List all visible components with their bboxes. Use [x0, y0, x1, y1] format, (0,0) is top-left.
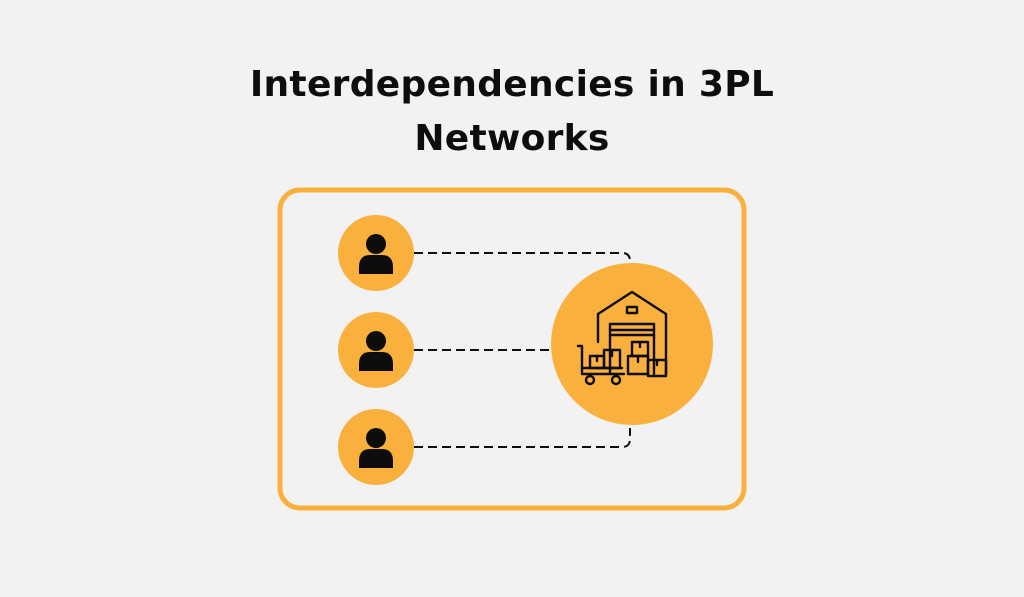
person-icon — [359, 428, 393, 468]
person-node-1 — [338, 215, 414, 291]
warehouse-hub — [551, 263, 713, 425]
title-line-1: Interdependencies in 3PL — [249, 64, 775, 105]
person-icon — [359, 331, 393, 371]
person-icon — [359, 234, 393, 274]
warehouse-icon — [576, 290, 668, 386]
person-node-3 — [338, 409, 414, 485]
connector-bottom — [414, 428, 631, 448]
connector-top — [414, 252, 631, 270]
title-line-2: Networks — [414, 118, 610, 159]
connectors — [414, 252, 631, 448]
page-title: Interdependencies in 3PL Networks — [0, 58, 1024, 166]
person-node-2 — [338, 312, 414, 388]
